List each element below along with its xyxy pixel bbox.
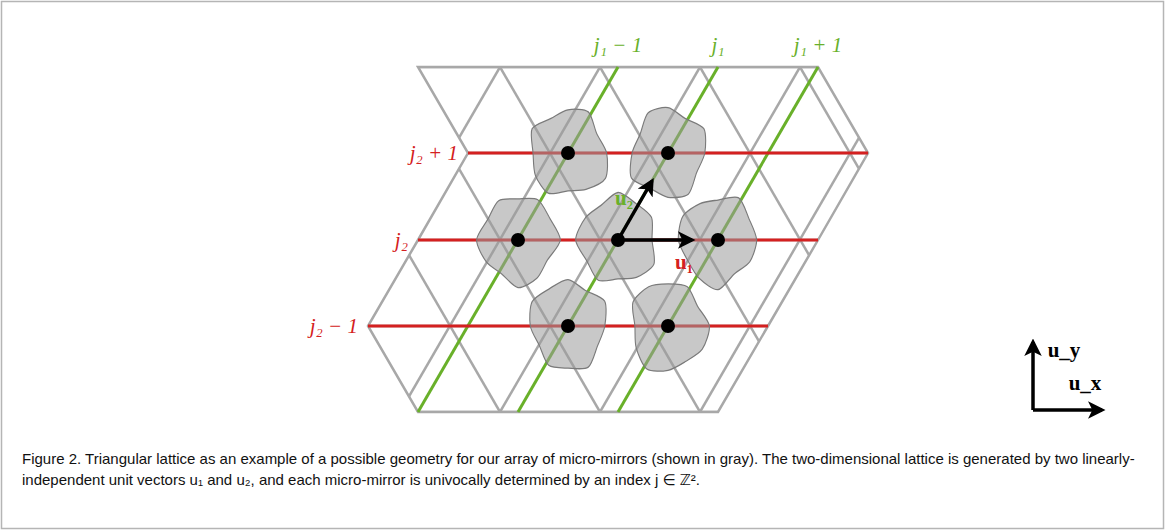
index-label: j₂ — [395, 230, 408, 251]
lattice-point — [561, 146, 575, 160]
lattice-line — [300, 325, 950, 328]
vector-label: u₁ — [675, 252, 693, 273]
lattice-point — [661, 146, 675, 160]
lattice-point — [511, 233, 525, 247]
lattice-line — [0, 67, 100, 412]
index-label: j₁ − 1 — [594, 35, 642, 56]
lattice-point — [711, 233, 725, 247]
lattice-point — [561, 319, 575, 333]
vector-label: u_x — [1069, 373, 1102, 394]
unit-vector-arrow — [1031, 342, 1035, 410]
vector-label: u₂ — [615, 188, 633, 209]
vector-label: u_y — [1048, 340, 1081, 361]
micro-mirror — [477, 198, 561, 287]
unit-vector-arrow — [618, 238, 692, 242]
micro-mirror — [632, 284, 709, 371]
lattice-line — [800, 67, 1000, 412]
index-label: j₁ + 1 — [794, 35, 842, 56]
lattice-line — [300, 152, 950, 155]
figure-caption: Figure 2. Triangular lattice as an examp… — [22, 448, 1142, 490]
lattice-line — [1000, 67, 1165, 412]
unit-vector-arrow — [1033, 408, 1102, 412]
lattice-line — [1100, 67, 1165, 412]
lattice-line — [1100, 67, 1165, 412]
lattice-line — [900, 67, 1100, 412]
lattice-line — [100, 67, 300, 412]
lattice-point — [661, 319, 675, 333]
lattice-line — [1000, 67, 1165, 412]
lattice-line — [200, 67, 400, 412]
micro-mirror — [531, 109, 607, 194]
index-label: j₁ — [711, 35, 724, 56]
lattice-line — [200, 67, 400, 412]
index-label: j₂ + 1 — [410, 143, 458, 164]
lattice-line — [100, 67, 300, 412]
lattice-line — [0, 67, 200, 412]
micro-mirror — [530, 280, 606, 369]
lattice-outline — [368, 67, 868, 412]
lattice-grid — [0, 67, 1165, 412]
lattice-line — [800, 67, 1000, 412]
lattice-line — [0, 67, 200, 412]
micro-mirror — [678, 197, 756, 290]
index-label: j₂ − 1 — [310, 316, 358, 337]
micro-mirror — [630, 108, 705, 198]
lattice-line — [900, 67, 1100, 412]
